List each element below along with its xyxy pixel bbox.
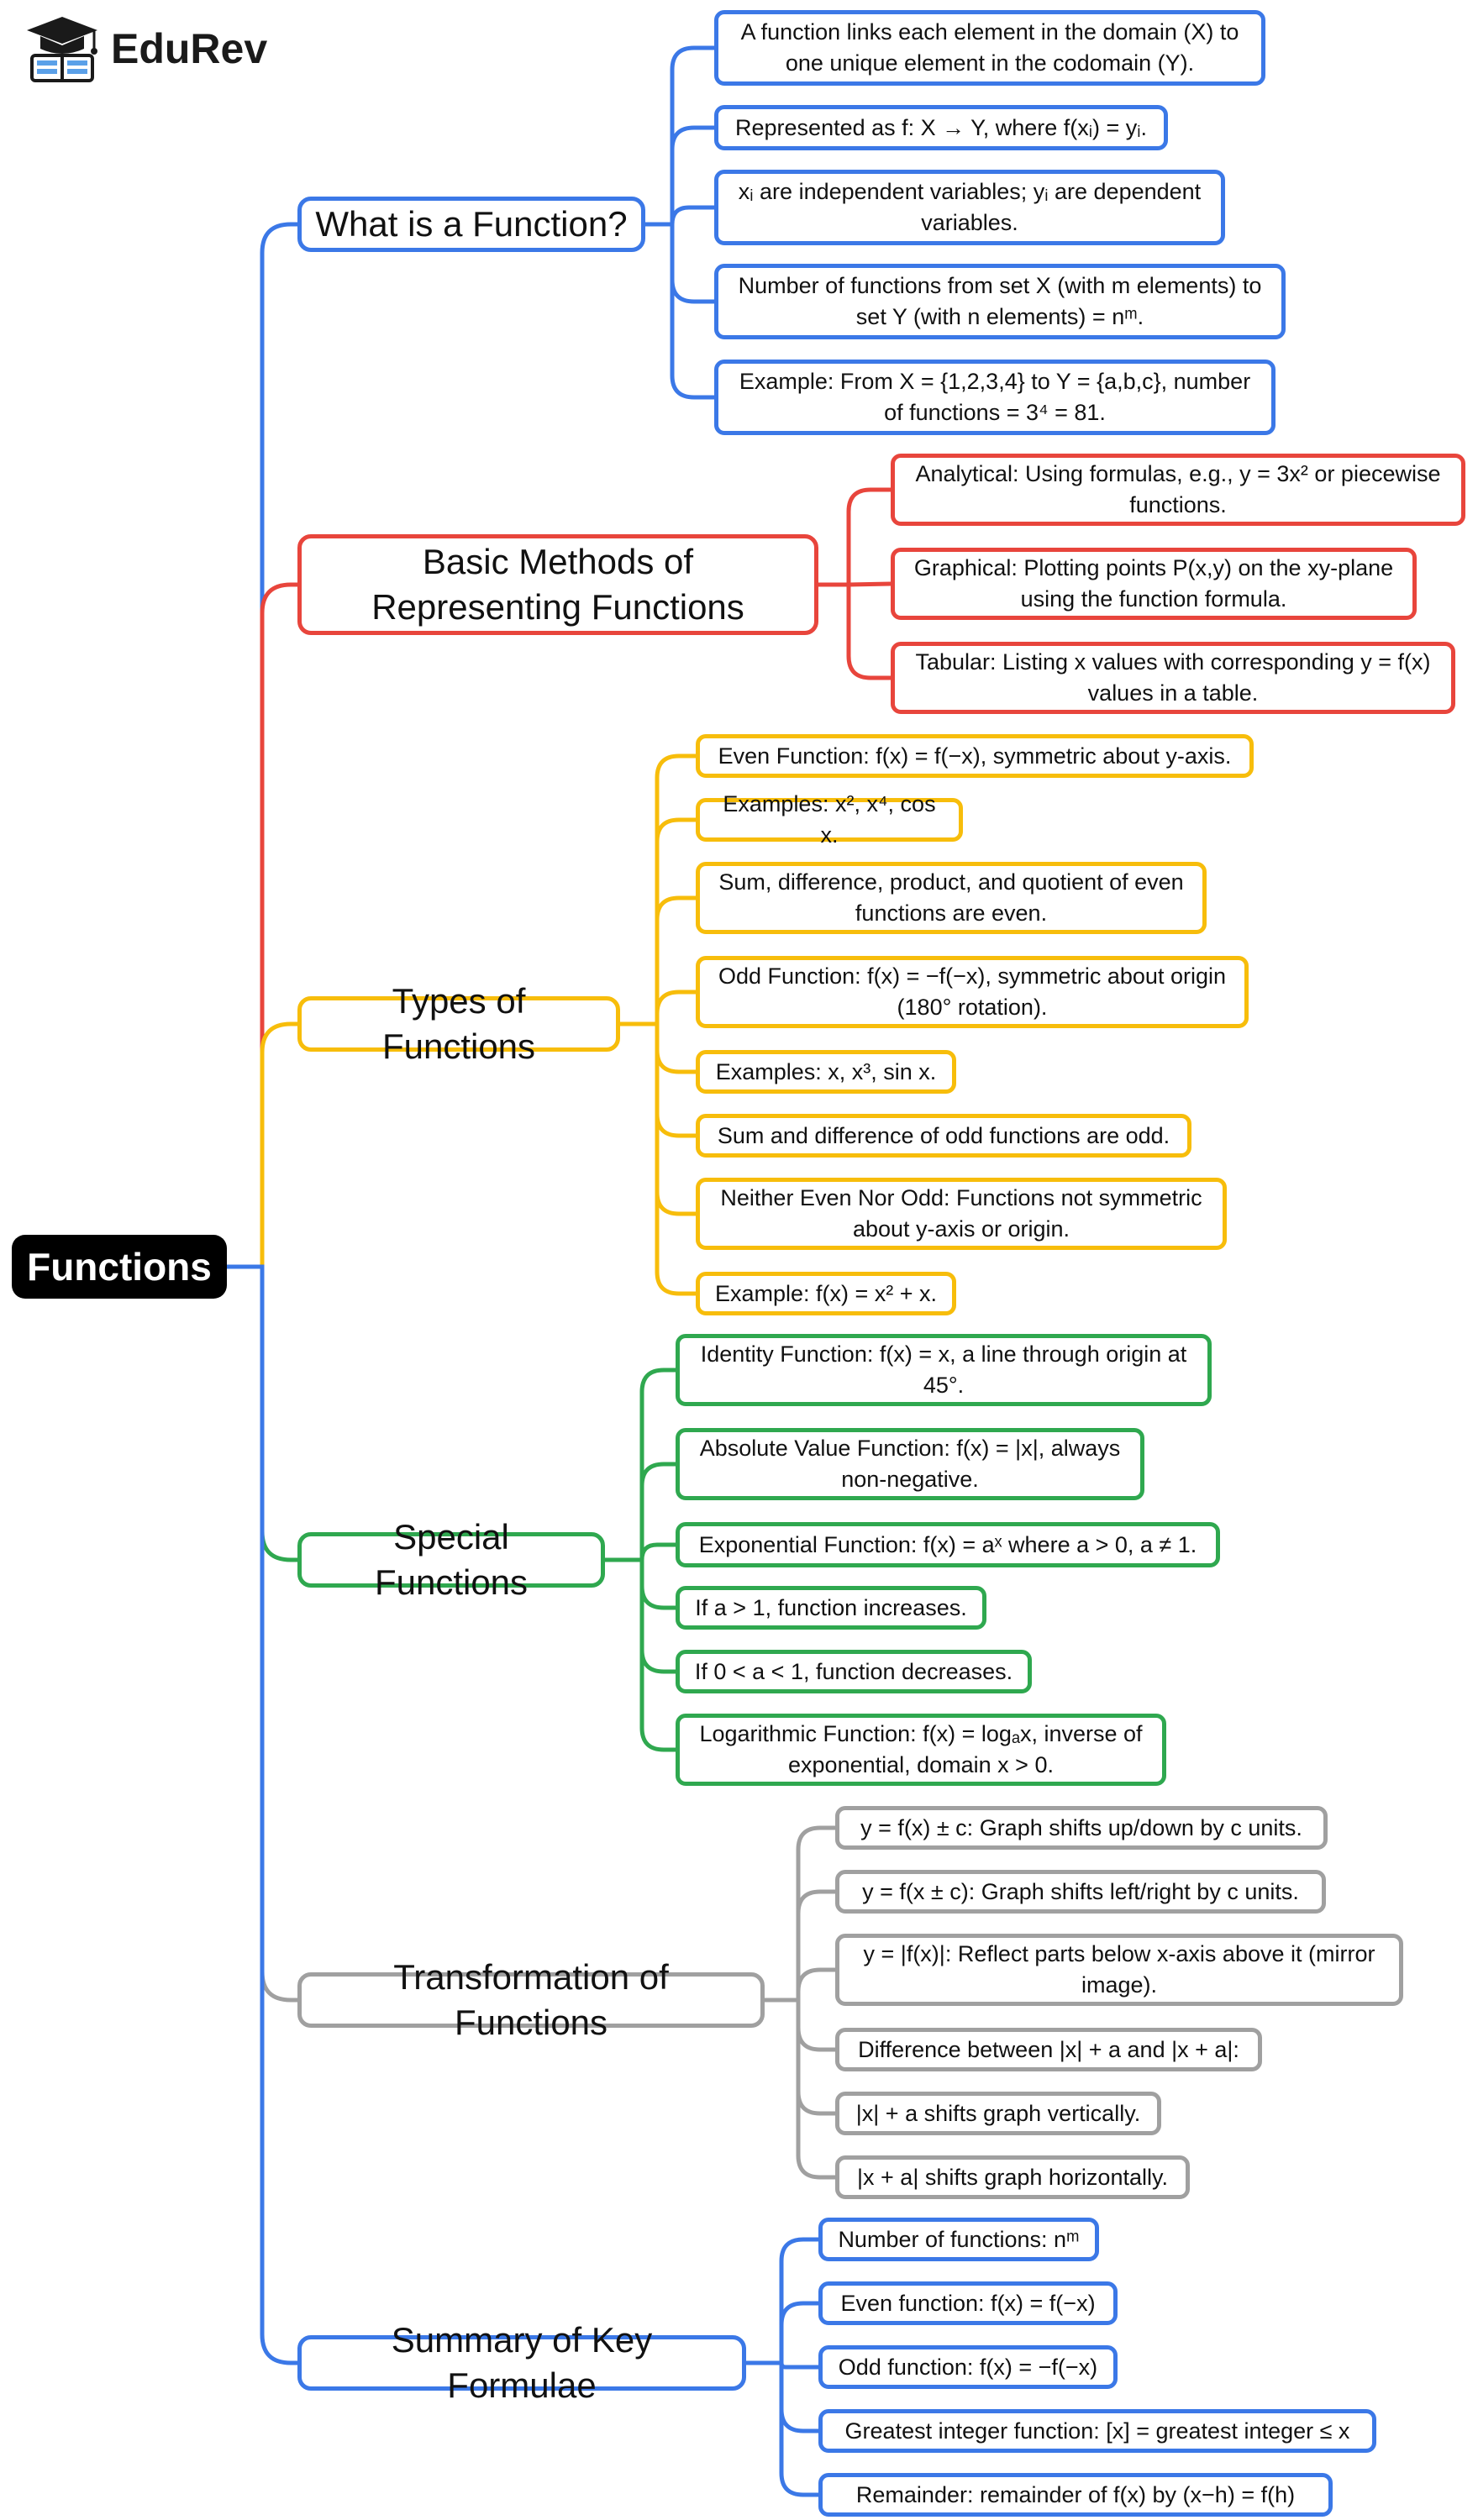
leaf-connector [655, 817, 698, 1026]
leaf-node: Even Function: f(x) = f(−x), symmetric a… [696, 734, 1254, 778]
leaf-node: Odd function: f(x) = −f(−x) [818, 2345, 1118, 2389]
leaf-node: xᵢ are independent variables; yᵢ are dep… [714, 170, 1225, 245]
edurev-logo: EduRev [24, 17, 268, 82]
leaf-connector [639, 1557, 678, 1674]
branch-connector [224, 1021, 300, 1269]
leaf-connector [796, 1825, 838, 2003]
logo-text: EduRev [111, 25, 268, 72]
leaf-connector [639, 1557, 678, 1752]
branch-node: Summary of Key Formulae [297, 2320, 746, 2405]
leaf-connector [655, 895, 698, 1026]
leaf-node: Difference between |x| + a and |x + a|: [835, 2028, 1262, 2071]
leaf-node: Odd Function: f(x) = −f(−x), symmetric a… [696, 956, 1249, 1028]
leaf-node: Graphical: Plotting points P(x,y) on the… [891, 548, 1417, 620]
leaf-connector [779, 2360, 821, 2433]
leaf-node: Absolute Value Function: f(x) = |x|, alw… [676, 1428, 1144, 1500]
leaf-node: Exponential Function: f(x) = aˣ where a … [676, 1522, 1220, 1567]
leaf-node: Number of functions from set X (with m e… [714, 264, 1286, 339]
leaf-connector [639, 1557, 678, 1610]
leaf-node: Greatest integer function: [x] = greates… [818, 2409, 1376, 2453]
leaf-connector [779, 2237, 821, 2365]
leaf-node: Represented as f: X → Y, where f(xᵢ) = y… [714, 105, 1168, 150]
branch-node: Types of Functions [297, 981, 620, 1066]
leaf-connector [670, 205, 717, 227]
leaf-connector [779, 2360, 821, 2497]
branch-node: Transformation of Functions [297, 1957, 765, 2042]
graduation-cap-book-icon [27, 17, 97, 82]
leaf-node: Examples: x, x³, sin x. [696, 1050, 956, 1094]
leaf-node: y = f(x) ± c: Graph shifts up/down by c … [835, 1806, 1328, 1850]
branch-connector [224, 582, 300, 1269]
leaf-connector [846, 487, 893, 587]
leaf-node: If a > 1, function increases. [676, 1586, 986, 1630]
leaf-connector [639, 1368, 678, 1562]
leaf-node: Number of functions: nᵐ [818, 2218, 1099, 2261]
leaf-connector [670, 222, 717, 400]
leaf-node: Tabular: Listing x values with correspon… [891, 642, 1455, 714]
leaf-connector [655, 1021, 698, 1138]
leaf-node: Examples: x², x⁴, cos x. [696, 791, 963, 848]
leaf-connector [639, 1542, 678, 1562]
branch-node: Basic Methods of Representing Functions [297, 534, 818, 635]
leaf-connector [655, 753, 698, 1026]
branch-node: Special Functions [297, 1517, 605, 1602]
leaf-node: Sum and difference of odd functions are … [696, 1114, 1191, 1158]
branch-connector [224, 222, 300, 1269]
leaf-node: Identity Function: f(x) = x, a line thro… [676, 1334, 1212, 1406]
leaf-node: Example: f(x) = x² + x. [696, 1272, 956, 1315]
leaf-node: |x + a| shifts graph horizontally. [835, 2155, 1190, 2199]
leaf-node: Sum, difference, product, and quotient o… [696, 862, 1207, 934]
leaf-connector [670, 125, 717, 227]
leaf-connector [779, 2301, 821, 2365]
leaf-node: Neither Even Nor Odd: Functions not symm… [696, 1178, 1227, 1250]
leaf-connector [846, 582, 893, 680]
leaf-connector [796, 1998, 838, 2180]
leaf-connector [846, 581, 893, 587]
leaf-node: Even function: f(x) = f(−x) [818, 2281, 1118, 2325]
leaf-node: |x| + a shifts graph vertically. [835, 2092, 1161, 2135]
leaf-connector [796, 1998, 838, 2052]
leaf-node: If 0 < a < 1, function decreases. [676, 1650, 1032, 1693]
leaf-node: Logarithmic Function: f(x) = logₐx, inve… [676, 1714, 1166, 1786]
leaf-node: A function links each element in the dom… [714, 10, 1265, 86]
leaf-node: Analytical: Using formulas, e.g., y = 3x… [891, 454, 1465, 526]
leaf-node: y = |f(x)|: Reflect parts below x-axis a… [835, 1934, 1403, 2006]
leaf-node: y = f(x ± c): Graph shifts left/right by… [835, 1870, 1326, 1914]
leaf-connector [655, 990, 698, 1026]
leaf-connector [796, 1889, 838, 2003]
leaf-connector [670, 222, 717, 304]
leaf-node: Example: From X = {1,2,3,4} to Y = {a,b,… [714, 360, 1275, 435]
leaf-connector [670, 45, 717, 227]
leaf-connector [655, 1021, 698, 1296]
leaf-connector [655, 1021, 698, 1074]
leaf-connector [655, 1021, 698, 1216]
leaf-node: Remainder: remainder of f(x) by (x−h) = … [818, 2473, 1333, 2517]
leaf-connector [639, 1462, 678, 1562]
leaf-connector [796, 1967, 838, 2003]
leaf-connector [779, 2360, 821, 2370]
branch-node: What is a Function? [297, 197, 645, 252]
branch-connector [224, 1264, 300, 2365]
leaf-connector [796, 1998, 838, 2116]
root-node: Functions [12, 1235, 227, 1299]
